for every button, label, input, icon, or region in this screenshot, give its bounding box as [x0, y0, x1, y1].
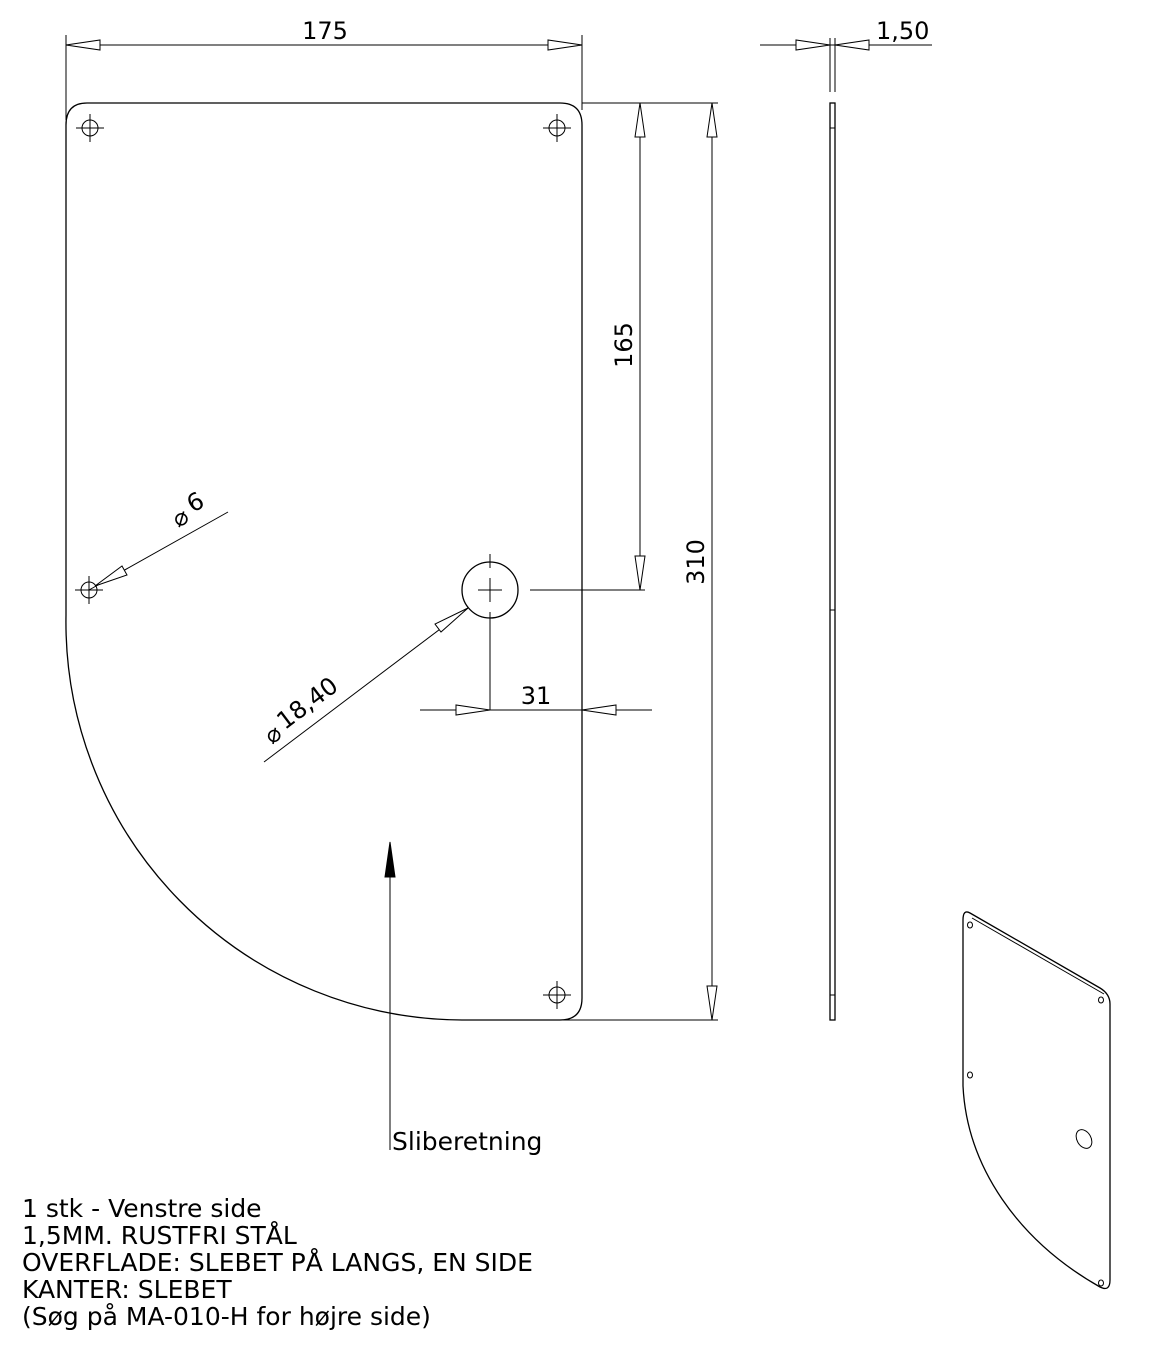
mounting-hole-top-right: [543, 114, 571, 142]
dimension-width-label: 175: [302, 17, 348, 45]
note-line-edges: KANTER: SLEBET: [22, 1275, 232, 1304]
dimension-height-label: 310: [682, 539, 710, 585]
note-line-reference: (Søg på MA-010-H for højre side): [22, 1302, 431, 1331]
mounting-hole-bottom-right: [543, 981, 571, 1009]
plate-isometric-view: [962, 911, 1111, 1290]
note-line-surface: OVERFLADE: SLEBET PÅ LANGS, EN SIDE: [22, 1248, 533, 1277]
dimension-hole-distance: 165: [582, 102, 718, 591]
note-line-material: 1,5MM. RUSTFRI STÅL: [22, 1221, 297, 1250]
dimension-edge-offset-label: 31: [521, 682, 552, 710]
leader-large-hole: ⌀ 18,40: [259, 607, 469, 763]
mounting-hole-top-left: [76, 114, 104, 142]
large-hole: [461, 554, 645, 710]
dimension-thickness-label: 1,50: [876, 17, 929, 45]
plate-front-view: [65, 102, 583, 1021]
drawing-notes: 1 stk - Venstre side 1,5MM. RUSTFRI STÅL…: [22, 1195, 533, 1330]
dimension-width: 175: [65, 17, 583, 120]
dimension-edge-offset: 31: [420, 682, 652, 716]
dimension-height: 310: [560, 102, 718, 1021]
plate-side-view: 1,50: [760, 17, 932, 1021]
leader-small-hole: ⌀ 6: [88, 486, 229, 591]
dimension-hole-distance-label: 165: [610, 322, 638, 368]
grain-direction-label: Sliberetning: [392, 1127, 542, 1156]
note-line-quantity: 1 stk - Venstre side: [22, 1194, 262, 1223]
large-hole-diameter-label: 18,40: [272, 671, 344, 735]
grain-direction-arrow: Sliberetning: [384, 841, 542, 1156]
